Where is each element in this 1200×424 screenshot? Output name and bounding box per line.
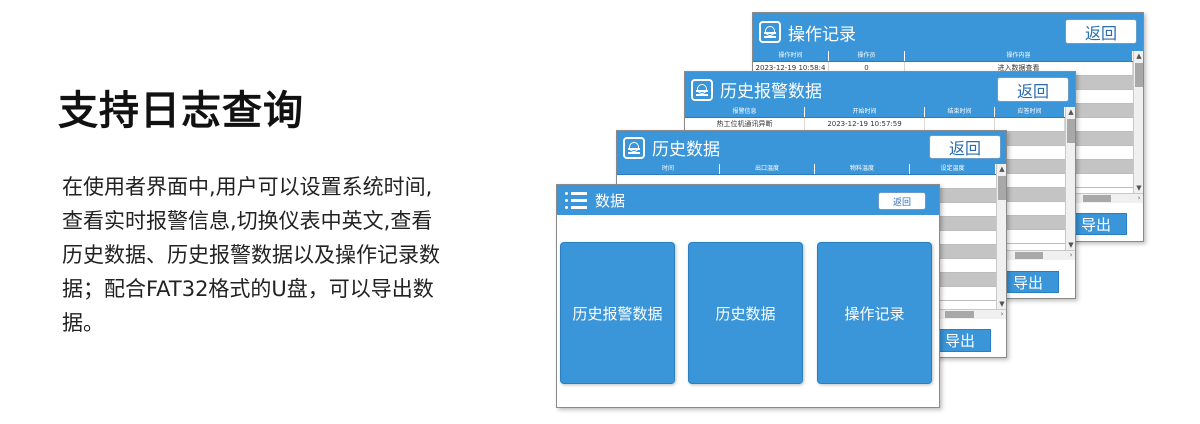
op-record-title: 操作记录 [788, 24, 856, 45]
description-line: 查看实时报警信息,切换仪表中英文,查看 [62, 209, 433, 233]
column-header: 操作员 [829, 51, 905, 61]
scroll-up-arrow[interactable]: ▲ [999, 165, 1005, 173]
record-book-icon [691, 78, 713, 101]
scroll-down-arrow[interactable]: ▼ [1068, 241, 1074, 249]
table-cell: 2023-12-19 10:58:4 [753, 62, 829, 75]
scroll-down-arrow[interactable]: ▼ [999, 300, 1005, 308]
scroll-down-arrow[interactable]: ▼ [1136, 184, 1142, 192]
scroll-up-arrow[interactable]: ▲ [1136, 52, 1142, 60]
history-title: 历史数据 [652, 140, 720, 160]
scroll-thumb[interactable] [1067, 119, 1075, 143]
feature-description: 在使用者界面中,用户可以设置系统时间, 查看实时报警信息,切换仪表中英文,查看 … [62, 170, 502, 340]
description-line: 历史数据、历史报警数据以及操作记录数 [62, 243, 440, 267]
data-menu-title: 数据 [595, 191, 626, 210]
column-header: 设定温度 [910, 164, 996, 174]
alarm-history-export-button[interactable]: 导出 [997, 271, 1059, 293]
column-header: 操作时间 [753, 51, 829, 61]
scroll-up-arrow[interactable]: ▲ [1068, 108, 1074, 116]
history-export-button[interactable]: 导出 [929, 329, 991, 352]
scroll-right-arrow[interactable]: › [1000, 310, 1004, 318]
column-header: 出口温度 [720, 164, 815, 174]
column-header: 开始时间 [805, 107, 925, 117]
column-header: 报警信息 [685, 107, 805, 117]
scroll-thumb[interactable] [1083, 195, 1112, 202]
history-vertical-scrollbar[interactable]: ▲ ▼ [996, 164, 1006, 309]
scroll-right-arrow[interactable]: › [1069, 251, 1073, 259]
menu-list-icon [565, 191, 587, 209]
record-book-icon [759, 21, 781, 43]
scroll-thumb[interactable] [1015, 252, 1044, 259]
alarm-history-table-header: 报警信息 开始时间 结束时间 应答时间 [685, 107, 1065, 118]
column-header: 物料温度 [815, 164, 910, 174]
data-menu-back-button[interactable]: 返回 [878, 192, 926, 210]
description-line: 据。 [62, 311, 104, 335]
scroll-thumb[interactable] [945, 311, 974, 318]
op-record-horizontal-scrollbar[interactable]: › [1073, 193, 1143, 203]
table-cell: 2023-12-19 10:57:59 [805, 118, 925, 131]
table-cell [925, 118, 995, 131]
history-back-button[interactable]: 返回 [929, 135, 1001, 159]
column-header: 操作内容 [905, 51, 1133, 61]
table-cell: 进入数据查看 [905, 62, 1133, 75]
description-line: 在使用者界面中,用户可以设置系统时间, [62, 175, 433, 199]
column-header: 应答时间 [995, 107, 1065, 117]
op-record-export-button[interactable]: 导出 [1065, 213, 1127, 235]
page-heading: 支持日志查询 [58, 88, 304, 134]
alarm-history-horizontal-scrollbar[interactable]: › [1005, 250, 1075, 260]
op-record-vertical-scrollbar[interactable]: ▲ ▼ [1133, 51, 1143, 193]
table-cell: 热工位机通讯异断 [685, 118, 805, 131]
description-line: 据；配合FAT32格式的U盘，可以导出数 [62, 277, 434, 301]
alarm-history-back-button[interactable]: 返回 [997, 77, 1069, 102]
table-cell [995, 118, 1065, 131]
alarm-history-vertical-scrollbar[interactable]: ▲ ▼ [1065, 107, 1075, 250]
alarm-history-button[interactable]: 历史报警数据 [560, 242, 675, 384]
scroll-right-arrow[interactable]: › [1137, 194, 1141, 202]
data-menu-titlebar: 数据 [557, 185, 939, 215]
record-book-icon [623, 136, 645, 159]
column-header: 结束时间 [925, 107, 995, 117]
scroll-thumb[interactable] [998, 176, 1006, 200]
table-cell: 0 [829, 62, 905, 75]
op-record-button[interactable]: 操作记录 [817, 242, 932, 384]
op-record-back-button[interactable]: 返回 [1065, 19, 1137, 44]
scroll-thumb[interactable] [1135, 63, 1143, 87]
op-record-table-header: 操作时间 操作员 操作内容 [753, 51, 1133, 62]
alarm-history-title: 历史报警数据 [720, 82, 822, 102]
column-header: 时间 [617, 164, 720, 174]
history-data-button[interactable]: 历史数据 [688, 242, 803, 384]
history-table-header: 时间 出口温度 物料温度 设定温度 [617, 164, 996, 175]
history-horizontal-scrollbar[interactable]: › [935, 309, 1006, 319]
